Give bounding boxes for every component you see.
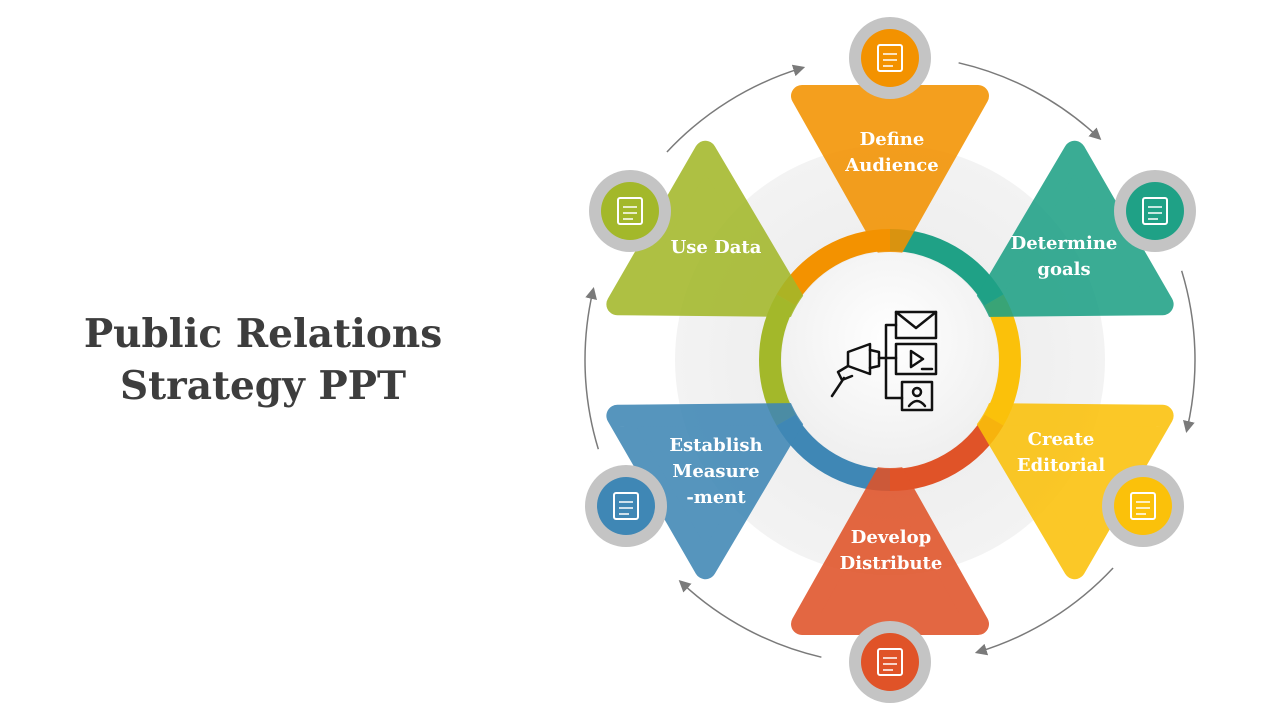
flow-arrow — [666, 64, 806, 153]
distribution-network-icon — [849, 621, 931, 703]
step-label-line: Use Data — [670, 237, 762, 258]
title-line-2: Strategy PPT — [119, 363, 406, 409]
goal-clipboard-icon — [1114, 170, 1196, 252]
editorial-pen-icon — [1102, 465, 1184, 547]
step-label-line: Audience — [845, 155, 939, 176]
title-line-1: Public Relations — [83, 311, 443, 357]
step-label-line: Editorial — [1016, 455, 1106, 476]
step-label-line: goals — [1037, 259, 1091, 280]
step-label-line: Distribute — [839, 553, 943, 574]
step-label: Use Data — [636, 235, 796, 261]
step-label-line: Measure — [672, 461, 760, 482]
flow-arrow — [974, 567, 1114, 656]
flow-arrow — [678, 579, 822, 658]
flow-arrow — [958, 62, 1102, 141]
step-label-line: Establish — [669, 435, 763, 456]
step-label-line: Determine — [1010, 233, 1118, 254]
step-label-line: Develop — [850, 527, 932, 548]
flow-arrow — [1180, 270, 1196, 433]
step-label-line: -ment — [686, 487, 746, 508]
flow-arrow — [584, 287, 600, 450]
target-audience-icon — [849, 17, 931, 99]
step-label-line: Define — [859, 129, 925, 150]
megaphone-media-icon — [830, 310, 938, 412]
center-circle — [782, 252, 998, 468]
step-label: Determine goals — [984, 231, 1144, 283]
measurement-chart-icon — [585, 465, 667, 547]
step-label-line: Create — [1027, 429, 1095, 450]
slide-title: Public Relations Strategy PPT — [60, 308, 466, 412]
data-document-icon — [589, 170, 671, 252]
